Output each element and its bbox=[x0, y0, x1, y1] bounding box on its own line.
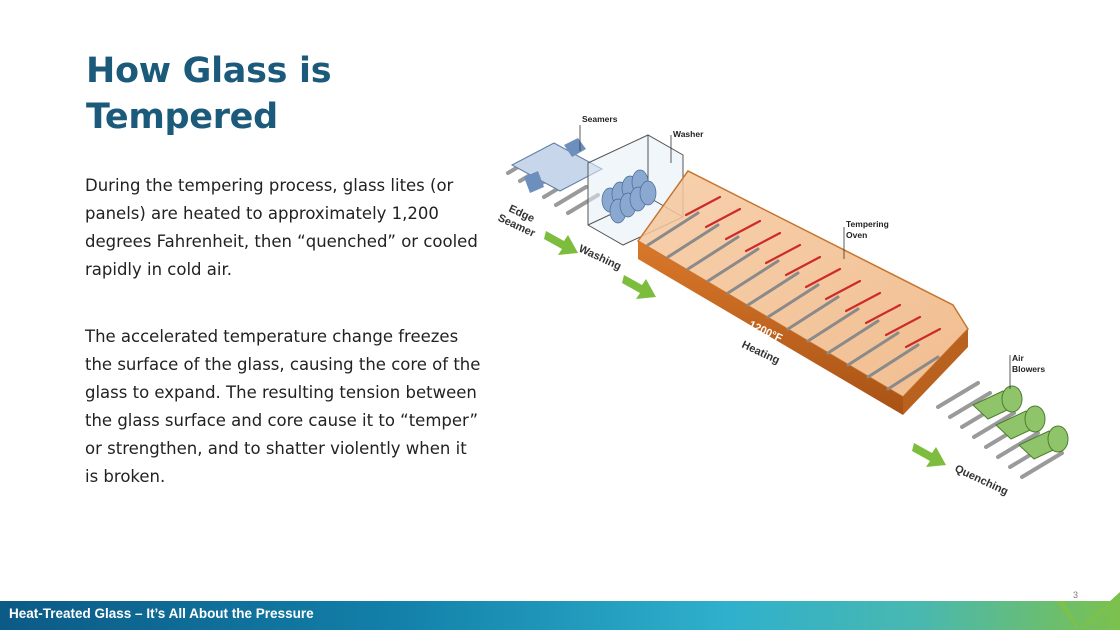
label-washing: Washing bbox=[577, 243, 623, 273]
air-blowers bbox=[972, 385, 1069, 460]
label-washer: Washer bbox=[673, 129, 704, 139]
tempering-oven bbox=[636, 170, 969, 415]
label-heating: Heating bbox=[740, 339, 782, 367]
paragraph-temperature-change: The accelerated temperature change freez… bbox=[85, 327, 481, 486]
footer-bar bbox=[0, 601, 1120, 630]
label-quenching: Quenching bbox=[953, 463, 1010, 498]
leader-lines bbox=[579, 125, 1011, 389]
process-arrows bbox=[544, 231, 946, 467]
label-tempering-oven-line1: Tempering bbox=[846, 219, 889, 229]
paragraph-tempering-process: During the tempering process, glass lite… bbox=[85, 176, 478, 279]
footer-title: Heat-Treated Glass – It’s All About the … bbox=[9, 606, 314, 621]
label-air-blowers-line1: Air bbox=[1012, 353, 1025, 363]
tempering-process-diagram: Seamers Washer Tempering Oven Air Blower… bbox=[498, 114, 1069, 498]
label-seamers: Seamers bbox=[582, 114, 618, 124]
page-number: 3 bbox=[1072, 590, 1078, 600]
label-tempering-oven-line2: Oven bbox=[846, 230, 867, 240]
label-air-blowers-line2: Blowers bbox=[1012, 364, 1045, 374]
edge-seamer-machine bbox=[510, 138, 604, 193]
footer-notch bbox=[1056, 592, 1120, 630]
slide-title: How Glass is Tempered bbox=[86, 51, 332, 137]
